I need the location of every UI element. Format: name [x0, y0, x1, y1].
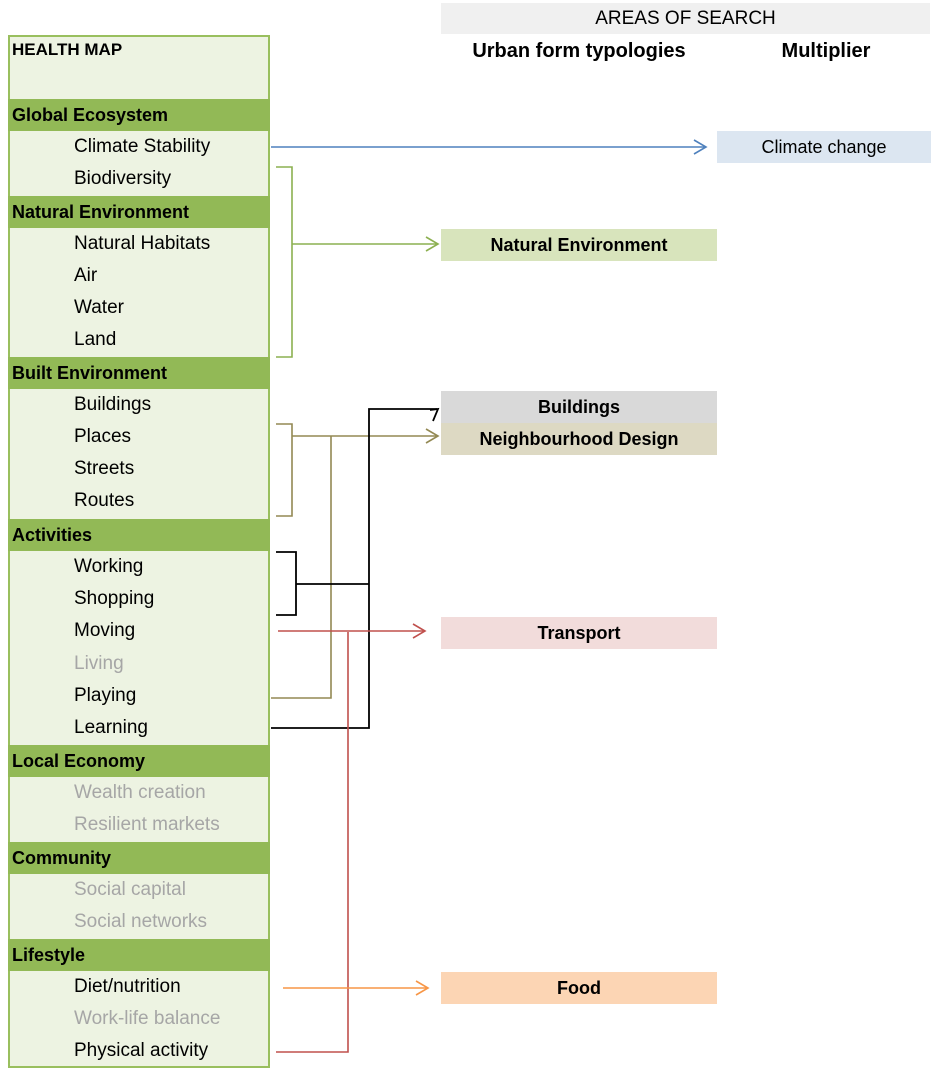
category-activities: Activities	[8, 519, 270, 551]
natural-environment-connector	[276, 166, 440, 358]
item-water: Water	[74, 297, 124, 318]
item-places: Places	[74, 426, 132, 447]
item-work-life-balance: Work-life balance	[74, 1008, 221, 1029]
item-biodiversity: Biodiversity	[74, 168, 172, 189]
target-buildings: Buildings	[441, 391, 717, 423]
item-social-networks: Social networks	[74, 911, 208, 932]
item-buildings: Buildings	[74, 394, 152, 415]
neighbourhood-connector	[271, 423, 440, 699]
item-working: Working	[74, 556, 144, 577]
item-wealth-creation: Wealth creation	[74, 782, 206, 803]
target-transport: Transport	[441, 617, 717, 649]
urban-form-typologies-header: Urban form typologies	[472, 40, 686, 62]
item-playing: Playing	[74, 685, 137, 706]
item-physical-activity: Physical activity	[74, 1040, 209, 1061]
food-connector	[283, 980, 430, 996]
item-natural-habitats: Natural Habitats	[74, 233, 211, 254]
item-shopping: Shopping	[74, 588, 155, 609]
category-natural-environment: Natural Environment	[8, 196, 270, 228]
category-global-ecosystem: Global Ecosystem	[8, 99, 270, 131]
item-learning: Learning	[74, 717, 148, 738]
item-moving: Moving	[74, 620, 136, 641]
category-community: Community	[8, 842, 270, 874]
item-living: Living	[74, 653, 124, 674]
item-climate-stability: Climate Stability	[74, 136, 211, 157]
category-lifestyle: Lifestyle	[8, 939, 270, 971]
item-social-capital: Social capital	[74, 879, 186, 900]
item-diet-nutrition: Diet/nutrition	[74, 976, 181, 997]
target-natural-environment: Natural Environment	[441, 229, 717, 261]
item-air: Air	[74, 265, 98, 286]
target-food: Food	[441, 972, 717, 1004]
target-neighbourhood-design: Neighbourhood Design	[441, 423, 717, 455]
areas-of-search-header: AREAS OF SEARCH	[441, 3, 930, 34]
category-built-environment: Built Environment	[8, 357, 270, 389]
item-resilient-markets: Resilient markets	[74, 814, 220, 835]
target-climate-change: Climate change	[717, 131, 931, 163]
item-routes: Routes	[74, 490, 135, 511]
multiplier-header: Multiplier	[781, 40, 871, 62]
climate-connector	[271, 139, 708, 155]
transport-connector	[276, 623, 427, 1053]
category-local-economy: Local Economy	[8, 745, 270, 777]
health-map-title: HEALTH MAP	[12, 40, 123, 59]
item-land: Land	[74, 329, 117, 350]
buildings-connector	[271, 407, 440, 729]
item-streets: Streets	[74, 458, 135, 479]
